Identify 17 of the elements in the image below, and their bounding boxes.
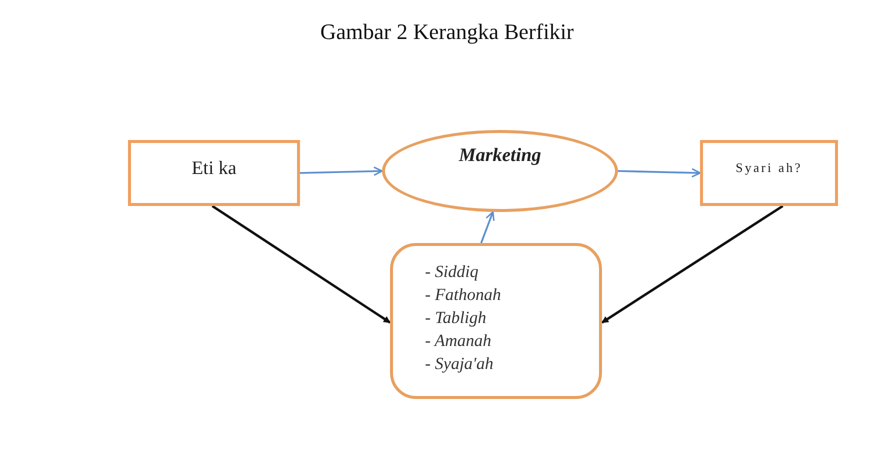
process-box	[700, 140, 838, 206]
node-label: Syari ah?	[736, 159, 802, 178]
list-item: - Tabligh	[425, 307, 486, 329]
arrow	[480, 211, 495, 244]
arrow	[618, 168, 701, 178]
arrow	[601, 204, 784, 324]
list-item: - Fathonah	[425, 284, 502, 306]
process-box	[128, 140, 300, 206]
node-label: Marketing	[458, 144, 542, 168]
arrow	[212, 204, 391, 324]
list-item: - Siddiq	[425, 261, 478, 283]
figure-title: Gambar 2 Kerangka Berfikir	[319, 18, 575, 46]
list-item: - Syaja'ah	[425, 353, 494, 375]
arrow	[300, 166, 383, 176]
list-item: - Amanah	[425, 330, 492, 352]
rounded-box	[390, 243, 602, 399]
node-label: Eti ka	[192, 156, 236, 181]
